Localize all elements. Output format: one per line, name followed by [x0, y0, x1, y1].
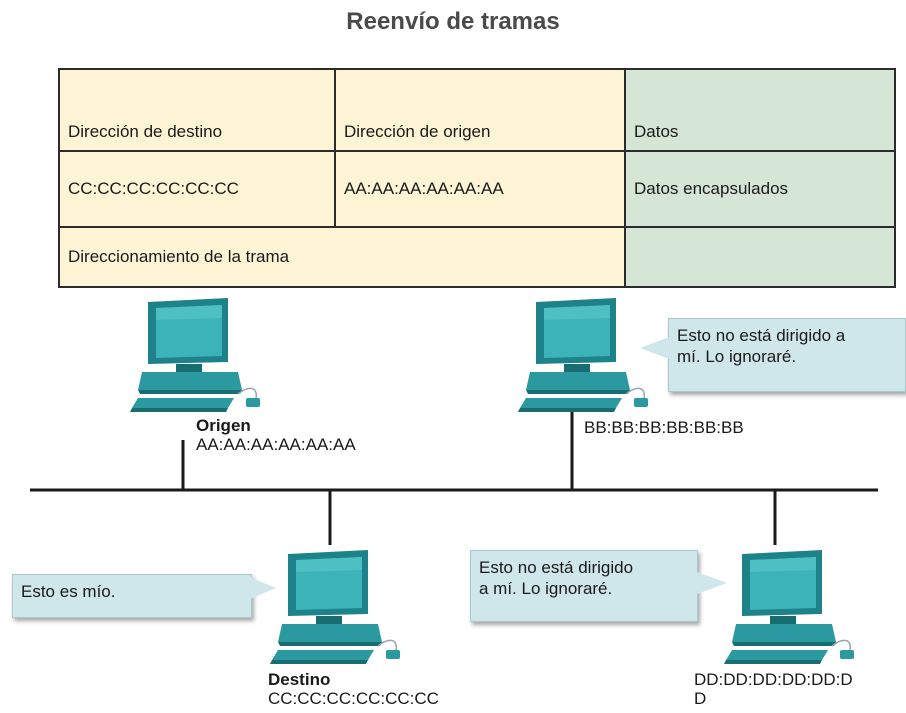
dd-mac-line2: D	[694, 689, 707, 708]
bb-mac: BB:BB:BB:BB:BB:BB	[584, 418, 744, 437]
computer-icon-dd	[723, 549, 855, 665]
dd-label: DD:DD:DD:DD:DD:D D	[694, 670, 853, 708]
value-dest-address: CC:CC:CC:CC:CC:CC	[58, 150, 336, 228]
origen-mac: AA:AA:AA:AA:AA:AA	[196, 435, 356, 454]
bubble-destino-line1: Esto es mío.	[21, 582, 116, 601]
dd-mac-line1: DD:DD:DD:DD:DD:D	[694, 670, 853, 689]
bubble-dd-line2: a mí. Lo ignoraré.	[479, 579, 613, 598]
computer-icon-bb	[517, 297, 649, 413]
diagram-title: Reenvío de tramas	[346, 8, 560, 35]
frame-addressing-label: Direccionamiento de la trama	[58, 226, 626, 288]
speech-bubble-dd: Esto no está dirigido a mí. Lo ignoraré.	[470, 550, 698, 622]
destino-mac: CC:CC:CC:CC:CC:CC	[268, 689, 439, 708]
header-data: Datos	[624, 68, 896, 152]
bubble-dd-line1: Esto no está dirigido	[479, 558, 634, 577]
origen-role: Origen	[196, 416, 251, 435]
destino-label: Destino CC:CC:CC:CC:CC:CC	[268, 670, 439, 708]
bb-label: BB:BB:BB:BB:BB:BB	[584, 418, 744, 437]
value-src-address: AA:AA:AA:AA:AA:AA	[334, 150, 626, 228]
header-src-address: Dirección de origen	[334, 68, 626, 152]
speech-bubble-destino: Esto es mío.	[12, 574, 252, 618]
bubble-bb-line1: Esto no está dirigido a	[677, 326, 846, 345]
origen-label: Origen AA:AA:AA:AA:AA:AA	[196, 416, 356, 454]
speech-bubble-dd-tail	[697, 572, 727, 594]
computer-icon-destino	[269, 549, 401, 665]
computer-icon-origen	[129, 297, 261, 413]
bubble-bb-line2: mí. Lo ignoraré.	[677, 347, 797, 366]
frame-table: Dirección de destino Dirección de origen…	[58, 68, 896, 288]
speech-bubble-bb: Esto no está dirigido a mí. Lo ignoraré.	[668, 318, 906, 392]
speech-bubble-destino-tail	[250, 577, 276, 599]
header-dest-address: Dirección de destino	[58, 68, 336, 152]
destino-role: Destino	[268, 670, 331, 689]
value-data: Datos encapsulados	[624, 150, 896, 228]
frame-empty-cell	[624, 226, 896, 288]
speech-bubble-bb-tail	[640, 337, 669, 359]
